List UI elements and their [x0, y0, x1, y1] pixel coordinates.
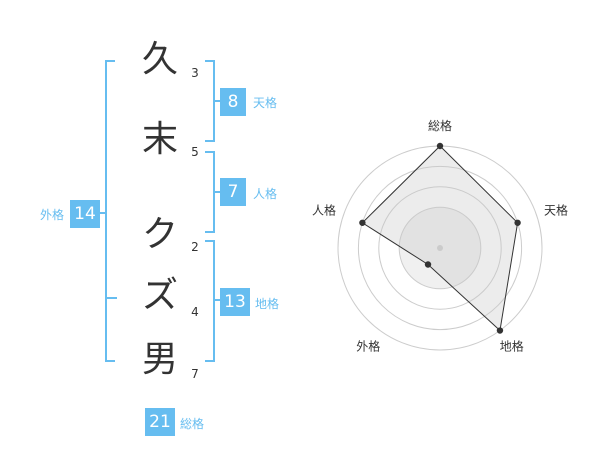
jinkaku-label: 人格: [253, 187, 278, 201]
jinkaku-box: 7: [220, 178, 246, 206]
stroke-count-3: 2: [191, 240, 199, 254]
radar-polygon: [361, 145, 519, 332]
radar-center: [437, 245, 443, 251]
tenkaku-tick: [213, 100, 220, 102]
soukaku-box: 21: [145, 408, 175, 436]
name-char-4: ズ: [141, 275, 178, 316]
stroke-count-1: 3: [191, 66, 199, 80]
radar-rings: [337, 145, 543, 351]
tenkaku-label: 天格: [253, 96, 278, 110]
gaikaku-label: 外格: [40, 208, 65, 222]
radar-point-1: [436, 142, 444, 150]
soukaku-label: 総格: [180, 417, 205, 431]
name-char-5: 男: [141, 339, 178, 380]
radar-ring-4: [357, 165, 523, 331]
radar-point-5: [359, 219, 366, 226]
radar-axis-label-2: 天格: [544, 202, 568, 217]
radar-polygon-layer: [361, 145, 519, 332]
radar-axis-label-5: 人格: [312, 202, 336, 217]
radar-point-4: [424, 261, 432, 268]
radar-points: [359, 142, 521, 334]
jinkaku-tick: [213, 191, 220, 193]
gaikaku-tick: [98, 212, 105, 214]
name-char-2: 末: [141, 119, 178, 160]
stroke-count-2: 5: [191, 145, 199, 159]
name-breakdown: 久 3 末 5 ク 2 ズ 4 男 7 8 天格 7 人格 13 地格 14 外…: [40, 39, 280, 436]
gaikaku-box: 14: [70, 200, 100, 228]
name-char-3: ク: [141, 214, 178, 255]
tenkaku-box: 8: [220, 88, 246, 116]
gaikaku-split-tick: [107, 297, 117, 299]
stroke-count-5: 7: [191, 367, 199, 381]
radar-axis-label-4: 外格: [356, 339, 380, 354]
stroke-count-4: 4: [191, 305, 199, 319]
radar-ring-3: [378, 186, 502, 310]
chikaku-box: 13: [220, 288, 250, 316]
name-char-1: 久: [141, 39, 178, 80]
chikaku-label: 地格: [255, 297, 280, 311]
radar-point-2: [514, 219, 521, 226]
radar-point-3: [496, 327, 504, 334]
radar-axis-label-1: 総格: [428, 118, 452, 133]
chikaku-tick: [213, 299, 220, 301]
gaikaku-bracket: [105, 60, 115, 362]
radar-axis-label-3: 地格: [500, 339, 524, 354]
chikaku-bracket: [205, 240, 215, 362]
